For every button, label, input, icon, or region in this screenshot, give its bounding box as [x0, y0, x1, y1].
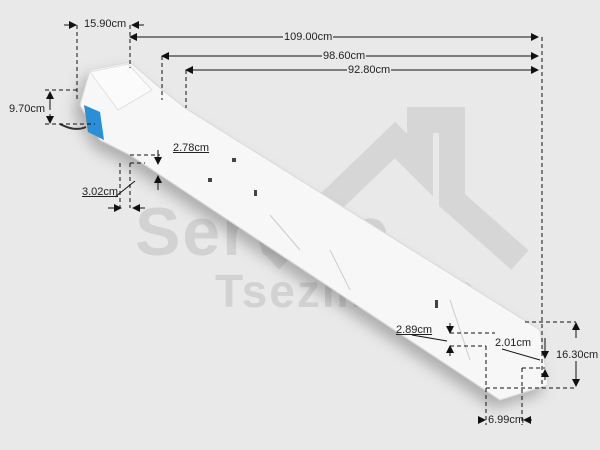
dim-height-end: 9.70cm: [9, 103, 46, 115]
dim-length-inner: 92.80cm: [347, 64, 392, 76]
top-block: [89, 63, 153, 111]
dim-notch-height: 2.78cm: [173, 142, 210, 154]
dim-slot-height: 2.89cm: [396, 324, 433, 336]
blue-connector: [84, 105, 104, 140]
dim-length-mid: 98.60cm: [322, 50, 367, 62]
dim-end-width: 6.99cm: [488, 414, 525, 426]
dim-end-height: 16.30cm: [555, 349, 600, 361]
dim-length-total: 109.00cm: [283, 31, 334, 43]
dim-notch-width: 3.02cm: [82, 186, 119, 198]
dim-tab-height: 2.01cm: [495, 337, 532, 349]
connector-wire: [59, 123, 87, 130]
dim-width-top: 15.90cm: [83, 18, 128, 30]
